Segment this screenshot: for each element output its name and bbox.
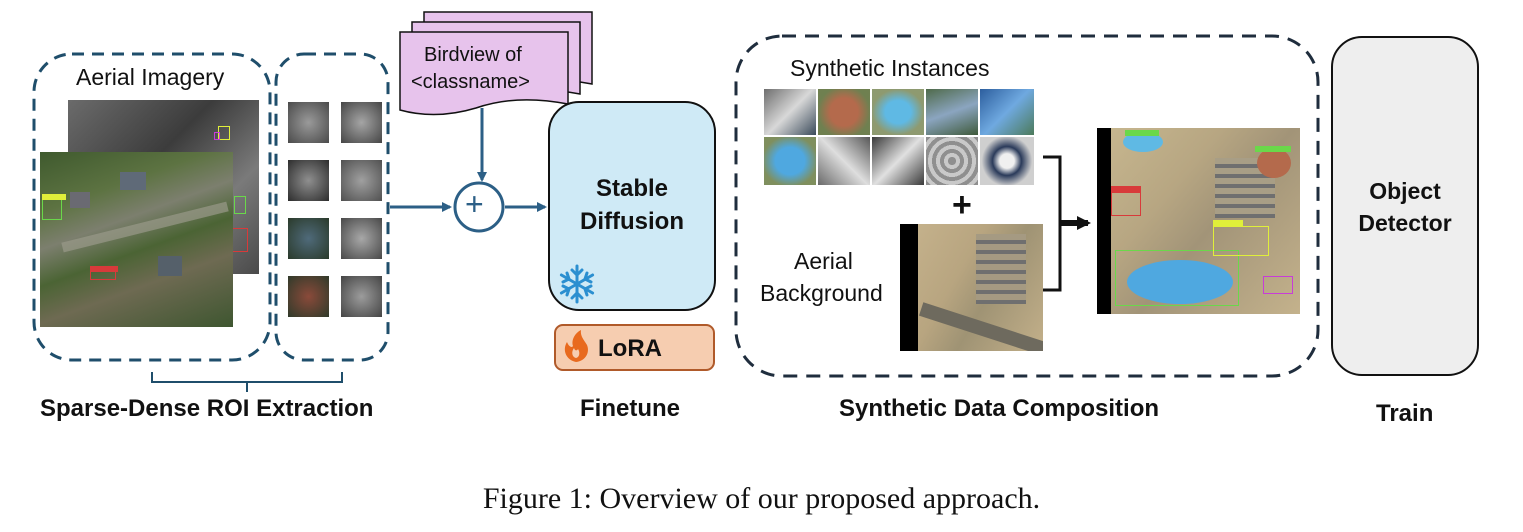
detection-tag xyxy=(1111,186,1141,192)
synthetic-instance-tile xyxy=(763,88,817,136)
section-label-train: Train xyxy=(1376,400,1434,427)
composed-output-image xyxy=(1097,128,1300,314)
detection-box xyxy=(1115,250,1239,306)
section-label-finetune: Finetune xyxy=(580,395,680,422)
roi-bracket xyxy=(151,372,343,392)
detection-tag xyxy=(42,194,66,200)
stable-diffusion-line-2: Diffusion xyxy=(580,208,684,235)
roi-tile xyxy=(287,159,330,202)
synthetic-instance-tile xyxy=(925,136,979,186)
detection-box xyxy=(214,132,220,140)
object-detector-line-2: Detector xyxy=(1358,210,1452,236)
roi-dashed-box xyxy=(274,52,390,362)
synthetic-instance-tile xyxy=(979,88,1035,136)
combine-symbol: + xyxy=(465,186,484,222)
aerial-image-front xyxy=(40,152,233,327)
roi-tile xyxy=(287,101,330,144)
synthetic-instance-tile xyxy=(871,136,925,186)
roi-tile xyxy=(287,217,330,260)
stable-diffusion-box xyxy=(548,101,716,311)
prompt-line-1: Birdview of xyxy=(424,44,522,66)
figure-caption: Figure 1: Overview of our proposed appro… xyxy=(482,482,1041,515)
synthetic-instance-tile xyxy=(817,136,871,186)
detection-box xyxy=(234,196,246,214)
section-label-composition: Synthetic Data Composition xyxy=(839,395,1160,422)
prompt-card-front xyxy=(399,31,569,116)
synthetic-instance-tile xyxy=(817,88,871,136)
lora-box xyxy=(554,324,715,371)
roi-tile xyxy=(340,101,383,144)
lora-label: LoRA xyxy=(598,335,662,362)
synthetic-instance-tile xyxy=(979,136,1035,186)
plus-symbol: + xyxy=(952,186,972,224)
aerial-background-image xyxy=(900,224,1043,351)
detection-box xyxy=(1213,226,1269,256)
object-detector-line-1: Object xyxy=(1369,178,1441,204)
aerial-imagery-dashed-box xyxy=(32,52,272,362)
composition-bracket xyxy=(1043,155,1062,292)
section-label-roi: Sparse-Dense ROI Extraction xyxy=(40,395,374,422)
roi-tile xyxy=(287,275,330,318)
roi-tile xyxy=(340,159,383,202)
aerial-imagery-label: Aerial Imagery xyxy=(76,64,225,90)
detection-tag xyxy=(1255,146,1291,152)
composition-dashed-box xyxy=(734,34,1320,378)
roi-tile xyxy=(340,275,383,318)
synthetic-instance-tile xyxy=(925,88,979,136)
detection-tag xyxy=(1125,130,1159,136)
flame-icon xyxy=(564,330,588,362)
detection-box xyxy=(232,228,248,252)
detection-box xyxy=(1111,192,1141,216)
aerial-background-line-1: Aerial xyxy=(794,248,853,274)
prompt-line-2: <classname> xyxy=(411,71,530,93)
detection-tag xyxy=(1213,220,1243,226)
object-detector-box xyxy=(1331,36,1479,376)
detection-box xyxy=(218,126,230,140)
combine-circle xyxy=(453,181,505,233)
roi-tile xyxy=(340,217,383,260)
detection-box xyxy=(1263,276,1293,294)
snowflake-icon xyxy=(559,264,595,304)
synthetic-instance-tile xyxy=(871,88,925,136)
synthetic-instances-label: Synthetic Instances xyxy=(790,55,990,81)
synthetic-instance-tile xyxy=(763,136,817,186)
stable-diffusion-line-1: Stable xyxy=(595,175,669,202)
detection-tag xyxy=(90,266,118,272)
aerial-background-line-2: Background xyxy=(760,280,883,306)
